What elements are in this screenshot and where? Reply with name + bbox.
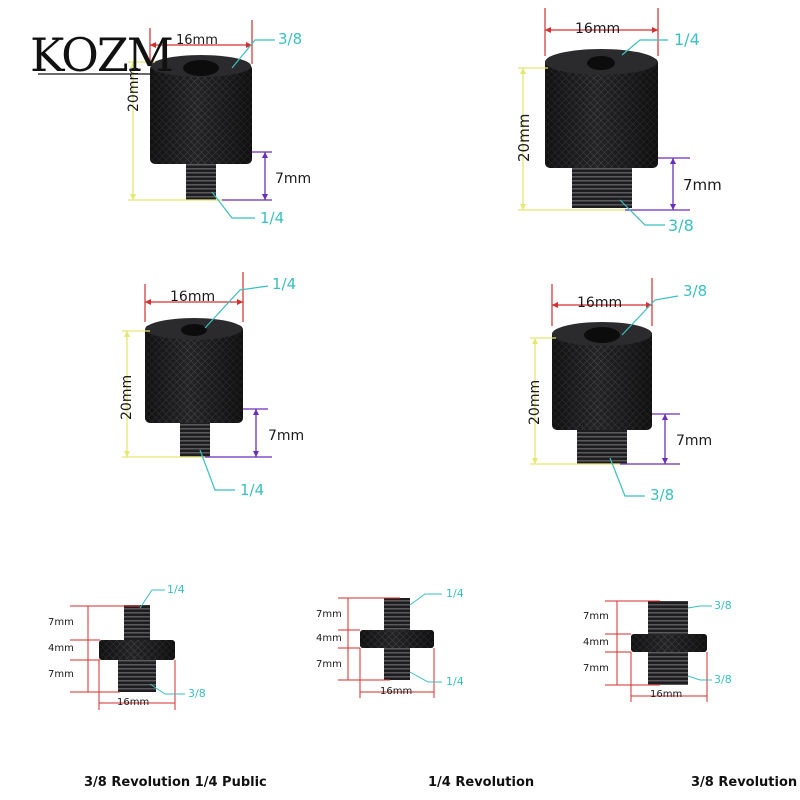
adapter-2-top-spec: 1/4	[674, 30, 700, 49]
adapter-1-bottom-spec: 1/4	[260, 209, 285, 227]
double-adapter-2-top-len: 7mm	[316, 609, 342, 620]
adapter-1-thread-label: 7mm	[275, 171, 312, 187]
double-adapter-2-bottom-spec: 1/4	[446, 675, 464, 688]
caption-double-adapter-3: 3/8 Revolution	[691, 775, 798, 790]
double-adapter-2-top-spec: 1/4	[446, 587, 464, 600]
adapter-4	[530, 278, 680, 497]
adapter-3-top-spec: 1/4	[272, 275, 297, 293]
double-adapter-1-top-spec: 1/4	[167, 583, 185, 596]
double-adapter-1-width: 16mm	[117, 697, 150, 708]
adapter-3-width-label: 16mm	[170, 289, 216, 305]
adapter-4-width-label: 16mm	[577, 295, 623, 311]
caption-double-adapter-2: 1/4 Revolution	[428, 775, 535, 790]
caption-double-adapter-1: 3/8 Revolution 1/4 Public	[84, 775, 267, 790]
double-adapter-3-mid-len: 4mm	[583, 637, 609, 648]
adapter-2-thread-label: 7mm	[683, 176, 722, 194]
double-adapter-1-bottom-spec: 3/8	[188, 687, 206, 700]
double-adapter-3-top-len: 7mm	[583, 611, 609, 622]
brand-logo: KOZM	[30, 28, 174, 82]
adapter-2-height-label: 20mm	[515, 113, 533, 162]
adapter-2-bottom-spec: 3/8	[668, 216, 694, 235]
adapter-2-width-label: 16mm	[575, 21, 621, 37]
double-adapter-2-width: 16mm	[380, 686, 413, 697]
adapter-1-width-label: 16mm	[176, 33, 218, 48]
adapter-1	[128, 20, 275, 219]
double-adapter-1	[70, 589, 185, 710]
double-adapter-1-top-len: 7mm	[48, 617, 74, 628]
adapter-3-height-label: 20mm	[119, 374, 135, 420]
adapter-1-height-label: 20mm	[126, 66, 142, 112]
adapter-3	[122, 272, 272, 491]
adapter-2	[518, 8, 690, 226]
double-adapter-1-mid-len: 4mm	[48, 643, 74, 654]
adapter-4-top-spec: 3/8	[683, 282, 708, 300]
adapter-4-height-label: 20mm	[527, 379, 543, 425]
adapter-1-top-spec: 3/8	[278, 30, 303, 48]
double-adapter-3-bottom-spec: 3/8	[714, 673, 732, 686]
double-adapter-1-bot-len: 7mm	[48, 669, 74, 680]
double-adapter-3-bot-len: 7mm	[583, 663, 609, 674]
double-adapter-2-mid-len: 4mm	[316, 633, 342, 644]
adapter-4-thread-label: 7mm	[676, 433, 713, 449]
double-adapter-3-top-spec: 3/8	[714, 599, 732, 612]
adapter-3-bottom-spec: 1/4	[240, 481, 265, 499]
adapter-3-thread-label: 7mm	[268, 428, 305, 444]
double-adapter-2-bot-len: 7mm	[316, 659, 342, 670]
adapter-4-bottom-spec: 3/8	[650, 486, 675, 504]
double-adapter-2	[338, 593, 442, 698]
double-adapter-3	[605, 600, 712, 702]
double-adapter-3-width: 16mm	[650, 689, 683, 700]
